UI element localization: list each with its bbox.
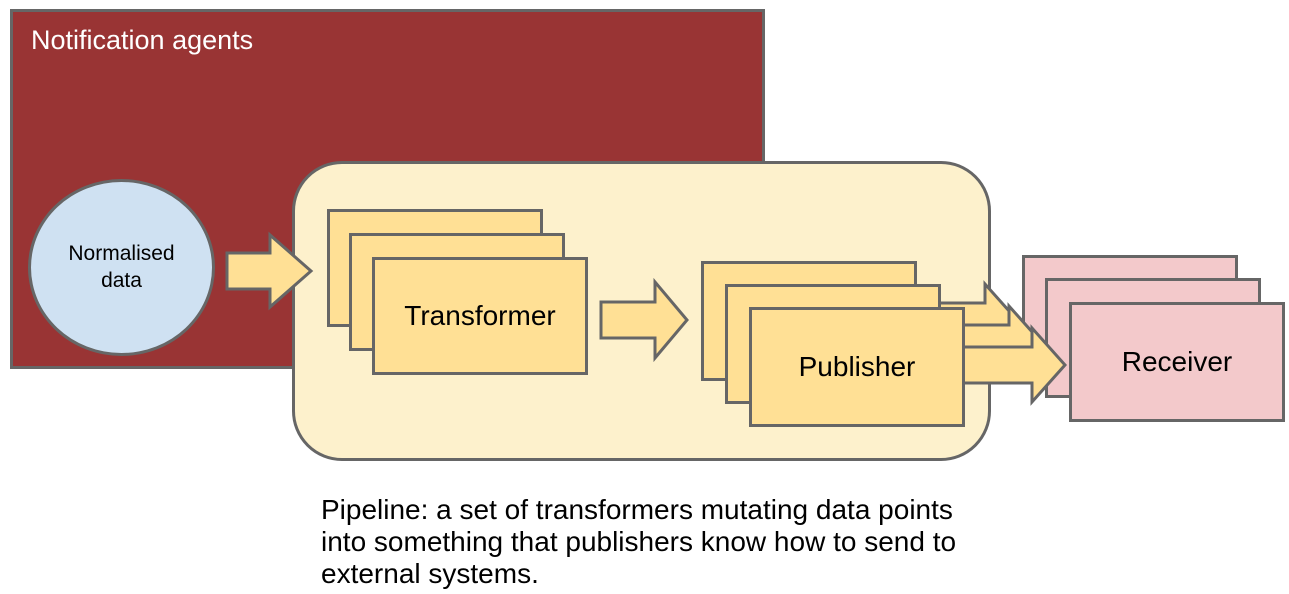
publisher-label: Publisher — [798, 351, 916, 382]
flow-arrow-source-to-pipeline — [225, 231, 314, 311]
receiver-card-front: Receiver — [1069, 302, 1285, 422]
transformer-label: Transformer — [404, 300, 556, 331]
receiver-label: Receiver — [1121, 346, 1233, 377]
transformer-card-front: Transformer — [372, 257, 588, 375]
flow-arrow-publisher-to-receiver-front — [961, 324, 1068, 406]
notification-agents-title: Notification agents — [31, 25, 254, 55]
pipeline-caption: Pipeline: a set of transformers mutating… — [321, 494, 957, 589]
normalised-data-label: Normalised data — [68, 242, 175, 292]
normalised-data-circle: Normalised data — [28, 179, 215, 356]
flow-arrow-transformer-to-publisher — [599, 277, 689, 363]
publisher-card-front: Publisher — [749, 307, 965, 427]
